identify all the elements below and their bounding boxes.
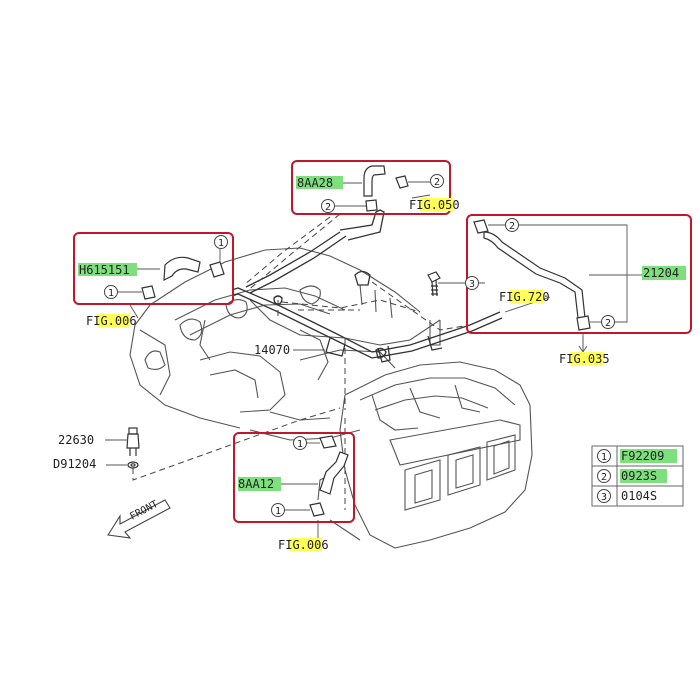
fig-006-bottom-label[interactable]: FIG.006 — [278, 538, 329, 552]
callout-2-icon — [430, 174, 444, 188]
callout-2-label: 2 — [325, 202, 331, 213]
callout-2-icon — [321, 199, 335, 213]
part-d91204[interactable]: D91204 — [53, 457, 96, 471]
callout-3-icon — [597, 489, 611, 503]
part-21204[interactable]: 21204 — [643, 266, 679, 280]
frame-8aa28: 8AA28 2 2 FIG.050 — [291, 160, 460, 215]
part-8aa12[interactable]: 8AA12 — [238, 477, 274, 491]
fig-006-top-label[interactable]: FIG.006 — [86, 314, 137, 328]
engine-outline — [129, 247, 533, 549]
front-label: FRONT — [128, 499, 160, 523]
frame-8aa12: 8AA12 1 1 — [233, 432, 355, 523]
legend-row-code[interactable]: 0104S — [621, 489, 657, 503]
legend-row: 3 0104S — [597, 489, 657, 503]
callout-2-label: 2 — [509, 221, 515, 232]
callout-2-icon — [601, 315, 615, 329]
fig-035-label[interactable]: FIG.035 — [559, 352, 610, 366]
callout-1-label: 1 — [275, 506, 281, 517]
legend-row-number: 3 — [601, 492, 607, 503]
sensor-22630 — [126, 427, 140, 469]
callout-3-label: 3 — [469, 279, 475, 290]
part-h615151[interactable]: H615151 — [79, 263, 130, 277]
callout-2-label: 2 — [605, 318, 611, 329]
legend-row: 1 F92209 — [597, 449, 677, 463]
part-22630[interactable]: 22630 — [58, 433, 94, 447]
fig-050-label[interactable]: FIG.050 — [409, 198, 460, 212]
bolt-part-3 — [427, 271, 441, 297]
hose-21204 — [483, 231, 586, 319]
fig-720-label[interactable]: FIG.720 — [499, 290, 550, 304]
callout-1-label: 1 — [297, 439, 303, 450]
callout-2-icon — [597, 469, 611, 483]
callout-1-icon — [293, 436, 307, 450]
callout-1-icon — [271, 503, 285, 517]
legend-row-number: 2 — [601, 472, 607, 483]
main-pipe — [231, 287, 501, 353]
legend-row-code[interactable]: F92209 — [621, 449, 664, 463]
legend-row-code[interactable]: 0923S — [621, 469, 657, 483]
hose-8aa12 — [319, 451, 349, 495]
callout-1-label: 1 — [108, 288, 114, 299]
legend-row-number: 1 — [601, 452, 607, 463]
legend-row: 2 0923S — [597, 469, 667, 483]
frame-21204: 2 2 21204 — [466, 214, 692, 334]
callout-1-icon — [597, 449, 611, 463]
part-14070[interactable]: 14070 — [254, 343, 290, 357]
frame-h615151: H615151 1 1 — [73, 232, 234, 305]
callout-1-icon — [104, 285, 118, 299]
callout-3-icon — [465, 276, 479, 290]
leader-lines — [105, 194, 584, 538]
callout-1-label: 1 — [218, 238, 224, 249]
front-arrow-icon: FRONT — [107, 499, 171, 539]
callout-2-label: 2 — [434, 177, 440, 188]
hose-h615151 — [163, 256, 201, 282]
callout-1-icon — [214, 235, 228, 249]
hose-8aa28 — [363, 165, 386, 197]
legend-table: 1 F92209 2 0923S 3 0104S — [591, 445, 684, 507]
dashed-guides — [132, 213, 471, 510]
pipe-lines — [231, 209, 503, 363]
callout-2-icon — [505, 218, 519, 232]
part-8aa28[interactable]: 8AA28 — [297, 176, 333, 190]
